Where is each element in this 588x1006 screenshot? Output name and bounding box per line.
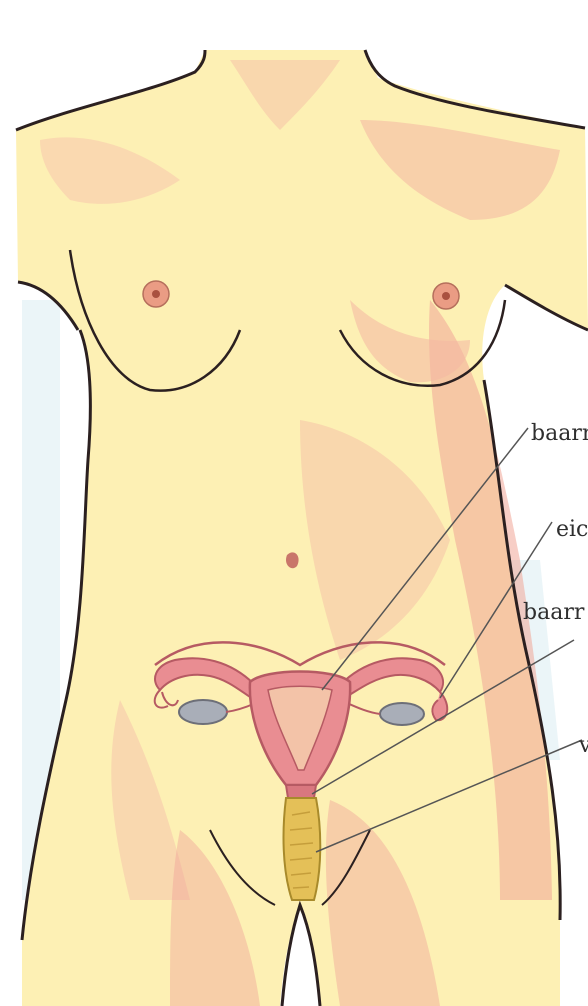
anatomy-figure: baarr eic baarr v xyxy=(0,0,588,1006)
